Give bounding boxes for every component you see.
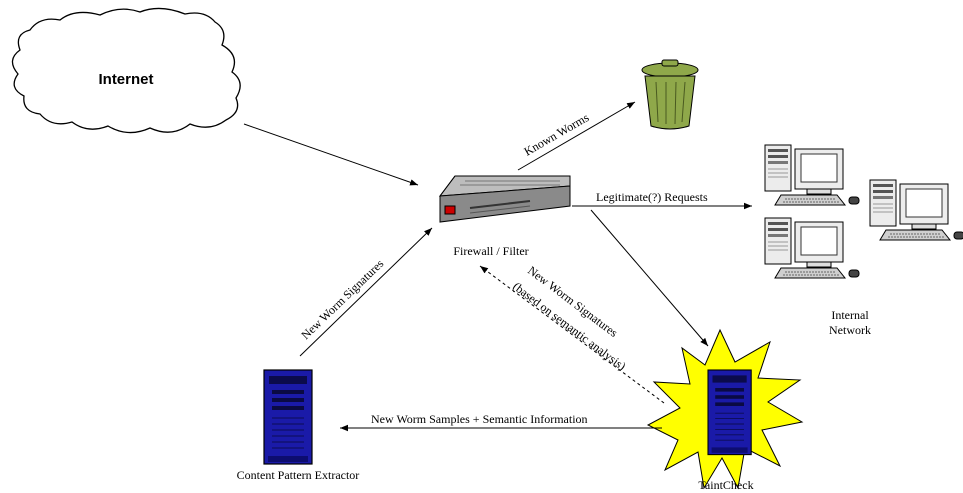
computer-icon	[764, 217, 860, 279]
internet-to-firewall-arrow	[243, 123, 419, 186]
known-worms-arrow	[517, 101, 636, 171]
firewall-to-taintcheck-arrow	[590, 209, 709, 347]
legitimate-requests-label: Legitimate(?) Requests	[596, 190, 708, 204]
known-worms-label: Known Worms	[522, 110, 592, 159]
worm-samples-label: New Worm Samples + Semantic Information	[371, 412, 588, 426]
semantic-signatures-dashed-arrow	[479, 265, 665, 404]
extractor-label: Content Pattern Extractor	[237, 468, 360, 482]
firewall-label: Firewall / Filter	[453, 244, 528, 258]
internet-cloud	[11, 7, 241, 134]
firewall-device-icon	[438, 175, 571, 223]
extractor-server-icon	[263, 369, 313, 465]
internal-network-label-line1: Internal	[831, 308, 869, 322]
computer-icon	[764, 144, 860, 206]
taintcheck-server-icon	[707, 369, 752, 456]
internal-network-computers	[764, 144, 963, 279]
internal-network-label-line2: Network	[829, 323, 871, 337]
taintcheck-label: TaintCheck	[698, 478, 753, 492]
computer-icon	[869, 179, 963, 241]
trash-can-icon	[641, 59, 699, 130]
internet-label: Internet	[98, 71, 153, 88]
new-signatures-label: New Worm Signatures	[298, 256, 386, 342]
new-signatures-arrow	[299, 227, 433, 357]
